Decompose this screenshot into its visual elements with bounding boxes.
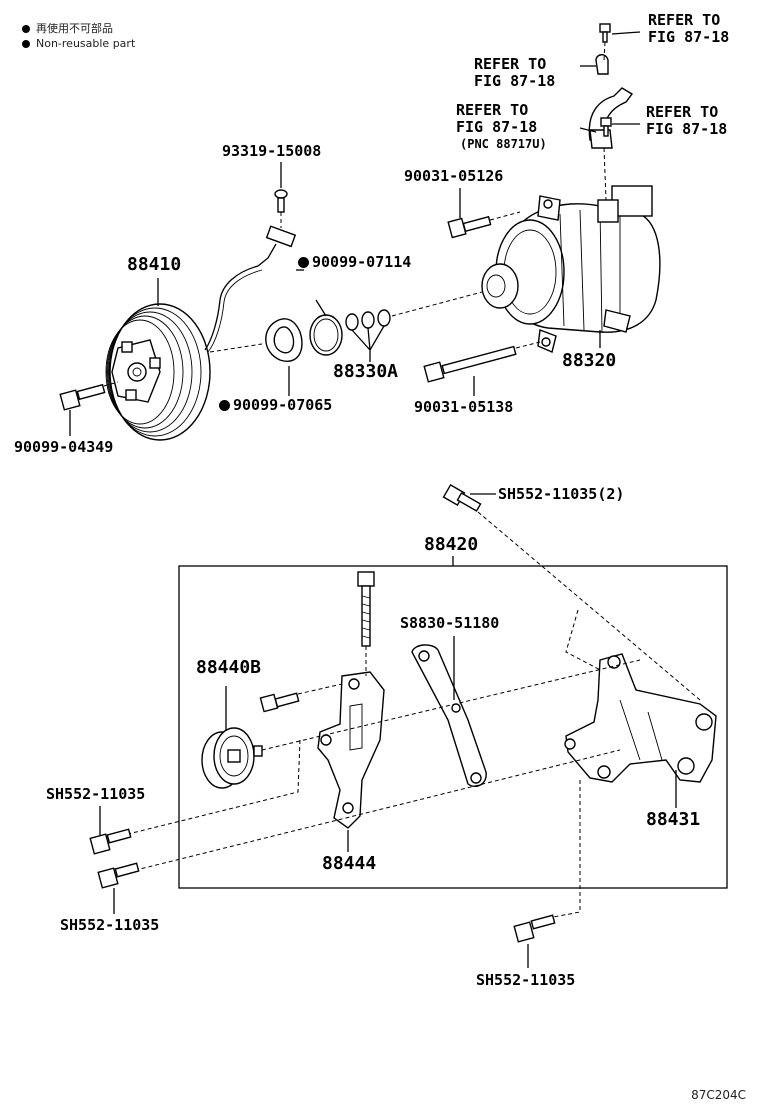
non-reusable-dot-icon [219, 400, 230, 411]
refer-line-1: REFER TO [648, 11, 721, 29]
label-90099-07065: 90099-07065 [219, 397, 332, 414]
idler-mount-bolt [259, 683, 343, 713]
label-88320: 88320 [562, 350, 617, 371]
clutch-lead-wire [204, 243, 277, 351]
label-88431: 88431 [646, 809, 701, 830]
shaft-ring [309, 314, 343, 356]
label-refer-top: REFER TO FIG 87-18 [648, 12, 729, 46]
bolt-sh552-bottom [513, 914, 556, 943]
refer-line-1: REFER TO [646, 103, 719, 121]
refer-line-2: FIG 87-18 [646, 120, 728, 138]
refer-pnc: (PNC 88717U) [460, 137, 547, 151]
bolt-90031-05126 [447, 211, 521, 239]
refer-screws [599, 23, 612, 137]
bolt-90099-04349 [59, 381, 119, 411]
refer-line-1: REFER TO [456, 101, 529, 119]
idler-pulley [201, 727, 263, 789]
label-88420: 88420 [424, 534, 479, 555]
label-88330a: 88330A [333, 361, 399, 382]
non-reusable-dot-icon [22, 40, 30, 48]
label-refer-hose: REFER TO FIG 87-18 (PNC 88717U) [456, 102, 547, 153]
refer-line-1: REFER TO [474, 55, 547, 73]
non-reusable-dot-icon [298, 257, 309, 268]
magnetic-clutch-pulley [105, 303, 211, 441]
idler-bracket [317, 671, 385, 829]
label-refer-clip: REFER TO FIG 87-18 [474, 56, 555, 90]
legend-en: Non-reusable part [22, 37, 135, 50]
label-90031-05126: 90031-05126 [404, 167, 504, 185]
legend-jp: 再使用不可部品 [22, 20, 113, 36]
refer-line-2: FIG 87-18 [648, 28, 730, 46]
screw-93319 [274, 189, 288, 228]
refer-line-2: FIG 87-18 [456, 118, 538, 136]
label-sh552-top: SH552-11035(2) [498, 485, 625, 503]
label-93319-15008: 93319-15008 [222, 142, 322, 160]
label-sh552-bottom: SH552-11035 [476, 971, 576, 989]
non-reusable-dot-icon [22, 25, 30, 33]
bracket-stay [411, 644, 487, 788]
legend-en-text: Non-reusable part [36, 37, 136, 50]
compressor [481, 185, 661, 353]
label-88410: 88410 [127, 254, 182, 275]
bolt-sh552-left2 [97, 862, 140, 889]
bolt-90031-05138 [423, 341, 541, 383]
refer-line-2: FIG 87-18 [474, 72, 556, 90]
label-90099-07114: 90099-07114 [298, 254, 411, 271]
bolt-sh552-top [442, 483, 482, 512]
label-90099-07114-text: 90099-07114 [312, 253, 412, 271]
label-90031-05138: 90031-05138 [414, 398, 514, 416]
legend-jp-text: 再使用不可部品 [36, 22, 113, 35]
label-refer-right: REFER TO FIG 87-18 [646, 104, 727, 138]
compressor-bracket [564, 653, 717, 783]
label-90099-07065-text: 90099-07065 [233, 396, 333, 414]
label-sh552-left1: SH552-11035 [46, 785, 146, 803]
snap-ring [265, 318, 303, 362]
label-88444: 88444 [322, 853, 377, 874]
bolt-sh552-left1 [89, 828, 132, 855]
label-88440b: 88440B [196, 657, 262, 678]
label-90099-04349: 90099-04349 [14, 438, 114, 456]
idler-pivot-bolt [357, 571, 375, 676]
label-s8830-51180: S8830-51180 [400, 614, 500, 632]
label-sh552-left2: SH552-11035 [60, 916, 160, 934]
figure-code: 87C204C [691, 1088, 746, 1102]
